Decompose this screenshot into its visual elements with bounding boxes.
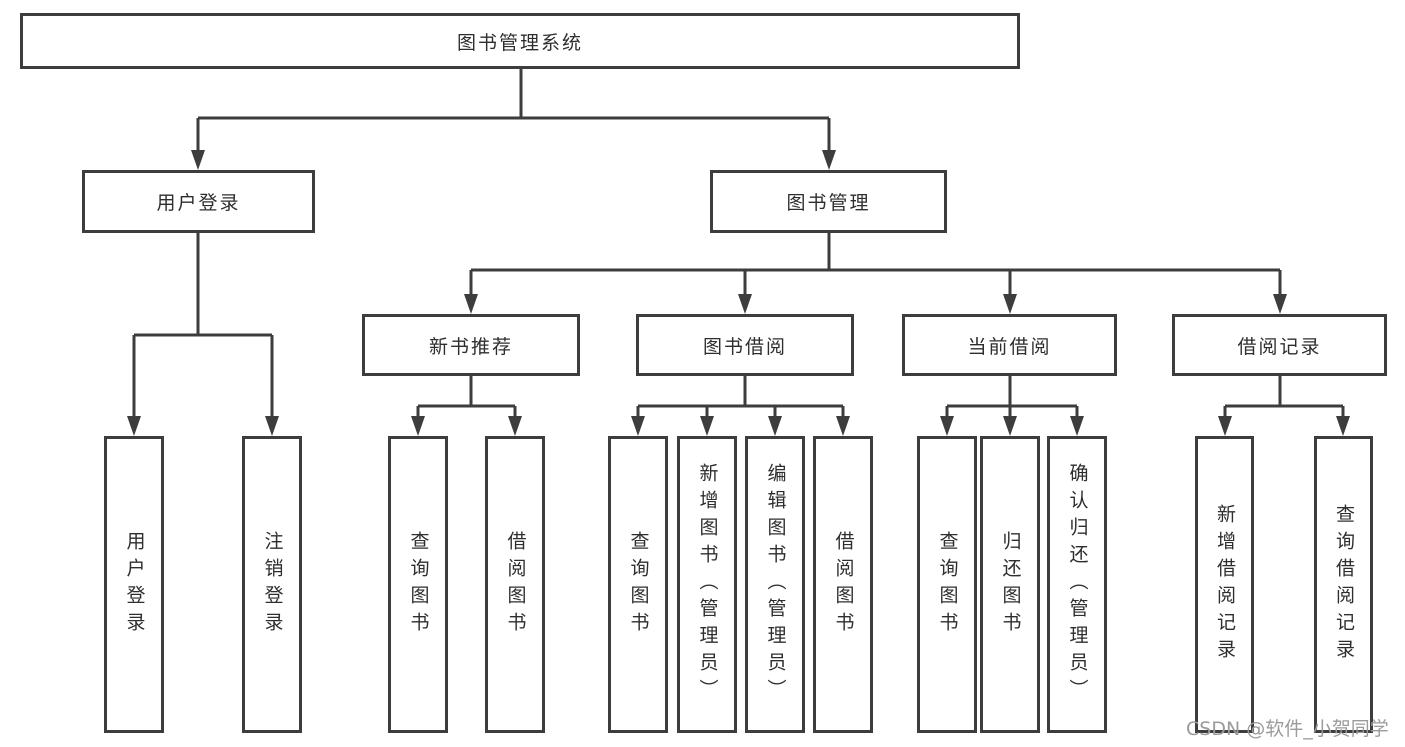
node-leaf-bb-query-books: 查询图书	[608, 436, 668, 733]
node-current-borrowing: 当前借阅	[902, 314, 1117, 376]
node-label: 查询图书	[936, 530, 959, 639]
node-leaf-logout: 注销登录	[242, 436, 302, 733]
node-label: 借阅图书	[504, 530, 527, 639]
node-leaf-br-query-record: 查询借阅记录	[1314, 436, 1373, 733]
node-leaf-cb-return-books: 归还图书	[980, 436, 1040, 733]
node-label: 归还图书	[999, 530, 1022, 639]
node-label: 注销登录	[261, 530, 284, 639]
node-leaf-cb-confirm-return: 确认归还（管理员）	[1047, 436, 1107, 733]
node-leaf-nb-borrow-books: 借阅图书	[485, 436, 545, 733]
node-label: 新增图书（管理员）	[696, 463, 719, 706]
node-label: 借阅记录	[1237, 335, 1322, 358]
node-leaf-bb-borrow-books: 借阅图书	[813, 436, 873, 733]
node-book-borrowing: 图书借阅	[636, 314, 854, 376]
node-label: 查询图书	[627, 530, 650, 639]
watermark: CSDN @软件_小贺同学	[1186, 718, 1389, 740]
node-leaf-bb-add-books: 新增图书（管理员）	[677, 436, 737, 733]
node-label: 查询图书	[407, 530, 430, 639]
node-new-book-recommendation: 新书推荐	[362, 314, 580, 376]
node-leaf-user-login: 用户登录	[104, 436, 164, 733]
node-label: 编辑图书（管理员）	[764, 463, 787, 706]
node-label: 当前借阅	[967, 335, 1052, 358]
node-label: 确认归还（管理员）	[1066, 463, 1089, 706]
node-label: 用户登录	[123, 530, 146, 639]
node-book-management: 图书管理	[710, 170, 947, 233]
node-label: 借阅图书	[832, 530, 855, 639]
node-label: 图书借阅	[702, 335, 787, 358]
node-library-management-system: 图书管理系统	[20, 13, 1020, 69]
node-label: 新书推荐	[428, 335, 513, 358]
node-user-login: 用户登录	[82, 170, 315, 233]
node-leaf-nb-query-books: 查询图书	[388, 436, 448, 733]
node-borrowing-records: 借阅记录	[1172, 314, 1387, 376]
node-label: 图书管理	[786, 192, 871, 214]
node-leaf-br-add-record: 新增借阅记录	[1195, 436, 1254, 733]
node-label: 新增借阅记录	[1214, 503, 1236, 666]
node-leaf-bb-edit-books: 编辑图书（管理员）	[745, 436, 805, 733]
node-label: 用户登录	[156, 192, 241, 214]
node-leaf-cb-query-books: 查询图书	[917, 436, 977, 733]
node-label: 图书管理系统	[456, 31, 583, 54]
node-label: 查询借阅记录	[1333, 503, 1355, 666]
